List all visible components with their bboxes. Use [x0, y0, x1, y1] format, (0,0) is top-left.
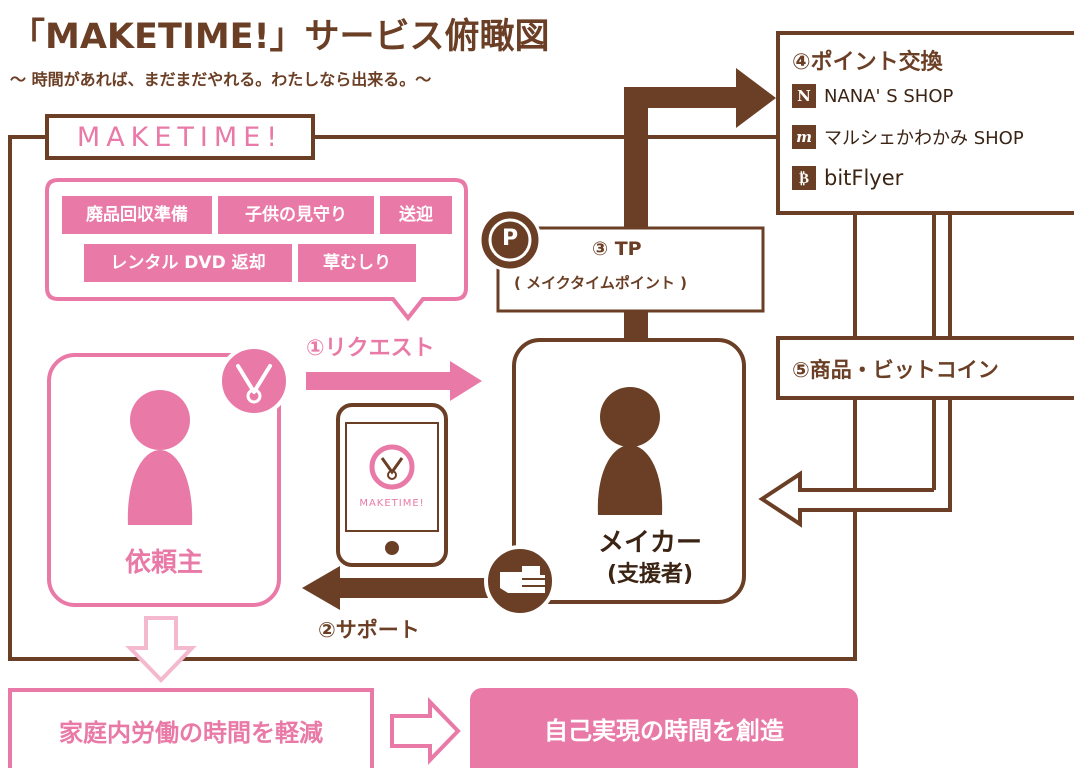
point-badge-ring: [488, 218, 532, 262]
support-arrow: [302, 566, 500, 610]
phone-logo-knot: [387, 470, 397, 480]
outcome-down-arrow: [125, 616, 197, 683]
outcome-right-arrow: [390, 697, 461, 765]
goods-label: ⑤商品・ビットコイン: [792, 358, 999, 382]
exchange-partner: m マルシェかわかみ SHOP: [792, 124, 1024, 150]
request-arrow: [306, 361, 482, 401]
request-badge-knot: [246, 388, 262, 404]
point-symbol: P: [501, 226, 519, 251]
tp-subtitle: ( メイクタイムポイント ): [514, 274, 687, 292]
exchange-box: [776, 31, 1074, 215]
smartphone-screen: [345, 422, 439, 532]
task-tag: 草むしり: [298, 244, 416, 282]
task-tag: レンタル DVD 返却: [84, 244, 292, 282]
nanas-logo-icon: N: [792, 84, 816, 108]
maker-sublabel: (支援者): [606, 562, 694, 587]
requester-person-head: [130, 390, 190, 450]
phone-logo-ring: [369, 444, 415, 490]
support-label: ②サポート: [318, 618, 420, 642]
bitcoin-logo-icon: ₿: [792, 166, 816, 190]
request-badge: [218, 345, 290, 417]
exchange-title: ④ポイント交換: [792, 50, 943, 75]
smartphone-home-button: [385, 541, 399, 555]
maketime-logo: MAKETIME!: [76, 121, 284, 153]
marche-logo-icon: m: [792, 125, 816, 149]
goods-box: [776, 336, 1074, 400]
outcome-reduce: 家庭内労働の時間を軽減: [8, 688, 374, 768]
maketime-logo-box: MAKETIME!: [45, 114, 315, 160]
exchange-partner-name: マルシェかわかみ SHOP: [824, 128, 1024, 149]
maker-label: メイカー: [597, 528, 702, 558]
goods-arrow: [758, 470, 952, 528]
points-arrow: [624, 68, 776, 340]
task-tag: 廃品回収準備: [62, 196, 212, 234]
phone-logo-text: MAKETIME!: [359, 498, 425, 509]
requester-person-body: [127, 450, 193, 525]
request-badge-mark: [236, 364, 272, 394]
page-subtitle: 〜 時間があれば、まだまだやれる。わたしなら出来る。〜: [10, 70, 432, 89]
outcome-create: 自己実現の時間を創造: [470, 688, 858, 768]
task-tag: 送迎: [380, 196, 452, 234]
maker-person-head: [600, 387, 660, 447]
page-title: 「MAKETIME!」サービス俯瞰図: [10, 17, 550, 57]
requester-label: 依頼主: [124, 548, 203, 578]
exchange-partner: ₿ bitFlyer: [792, 166, 903, 190]
request-label: ①リクエスト: [306, 336, 435, 361]
exchange-partner-name: bitFlyer: [824, 166, 904, 190]
task-tag: 子供の見守り: [218, 196, 374, 234]
exchange-partner: N NANA' S SHOP: [792, 84, 953, 108]
maker-person-body: [597, 445, 663, 515]
exchange-partner-name: NANA' S SHOP: [824, 85, 954, 107]
tp-box: [496, 226, 765, 313]
tp-title: ③ TP: [592, 238, 642, 260]
